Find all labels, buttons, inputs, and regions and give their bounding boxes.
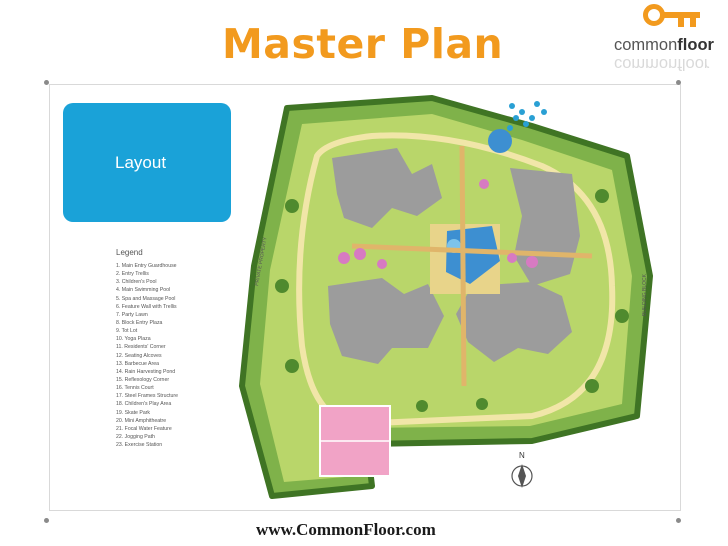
key-icon — [643, 4, 700, 27]
legend-item: 18. Children's Play Area — [116, 401, 172, 408]
legend-item: 20. Mini Amphitheatre — [116, 417, 167, 424]
legend-item: 7. Party Lawn — [116, 311, 148, 318]
legend-item: 19. Skate Park — [116, 409, 151, 416]
legend-item: 13. Barbecue Area — [116, 360, 159, 367]
legend-item: 1. Main Entry Guardhouse — [116, 263, 177, 269]
legend-item: 14. Rain Harvesting Pond — [116, 368, 176, 375]
corner-dot — [676, 80, 681, 85]
legend-item: 11. Residents' Corner — [116, 344, 166, 351]
footer-url[interactable]: www.CommonFloor.com — [256, 520, 436, 539]
corner-dot — [676, 518, 681, 523]
building-block-sw — [328, 278, 444, 364]
legend-item: 12. Seating Alcoves — [116, 352, 162, 359]
corner-dot — [44, 518, 49, 523]
legend-item: 17. Steel Frames Structure — [116, 393, 178, 400]
water-dots — [507, 101, 547, 131]
site-master-plan: N PRIVATE PROPERTY BUILDING BLOCK — [239, 95, 653, 499]
legend-item: 10. Yoga Plaza — [116, 336, 151, 343]
legend-item: 2. Entry Trellis — [116, 271, 149, 278]
flower-beds — [338, 179, 538, 269]
legend-item: 3. Children's Pool — [116, 279, 157, 286]
slide-title: Master Plan — [222, 20, 504, 68]
legend-item: 6. Feature Wall with Trellis — [116, 303, 177, 310]
legend-item: 16. Tennis Court — [116, 385, 154, 392]
entry-fountain — [488, 129, 512, 153]
jogging-path — [296, 132, 616, 428]
legend-item: 8. Block Entry Plaza — [116, 319, 163, 326]
legend-item: 4. Main Swimming Pool — [116, 287, 171, 294]
legend-item: 23. Exercise Station — [116, 442, 163, 449]
legend-list: 1. Main Entry Guardhouse 2. Entry Trellis… — [116, 262, 178, 449]
road-label-right: BUILDING BLOCK — [642, 273, 648, 316]
legend-item: 15. Reflexology Corner — [116, 376, 170, 383]
corner-dot — [44, 80, 49, 85]
legend-item: 5. Spa and Massage Pool — [116, 295, 176, 302]
compass-north-label: N — [519, 451, 525, 460]
main-swimming-pool — [446, 226, 500, 284]
building-block-nw — [332, 148, 442, 228]
walkway — [459, 145, 467, 387]
building-block-se — [456, 282, 572, 362]
layout-label: Layout — [115, 153, 167, 172]
logo-reflection: commonfloor — [614, 55, 710, 73]
legend-item: 9. Tot Lot — [116, 328, 138, 335]
compass-icon — [511, 464, 533, 488]
legend-item: 21. Focal Water Feature — [116, 425, 172, 432]
legend-title: Legend — [116, 248, 143, 257]
legend-item: 22. Jogging Path — [116, 433, 155, 440]
commonfloor-logo: commonfloor commonfloor — [606, 0, 728, 80]
walkway — [351, 243, 593, 259]
logo-wordmark: commonfloor — [614, 36, 714, 54]
layout-box: Layout — [63, 103, 231, 222]
tree-clusters — [275, 189, 629, 412]
